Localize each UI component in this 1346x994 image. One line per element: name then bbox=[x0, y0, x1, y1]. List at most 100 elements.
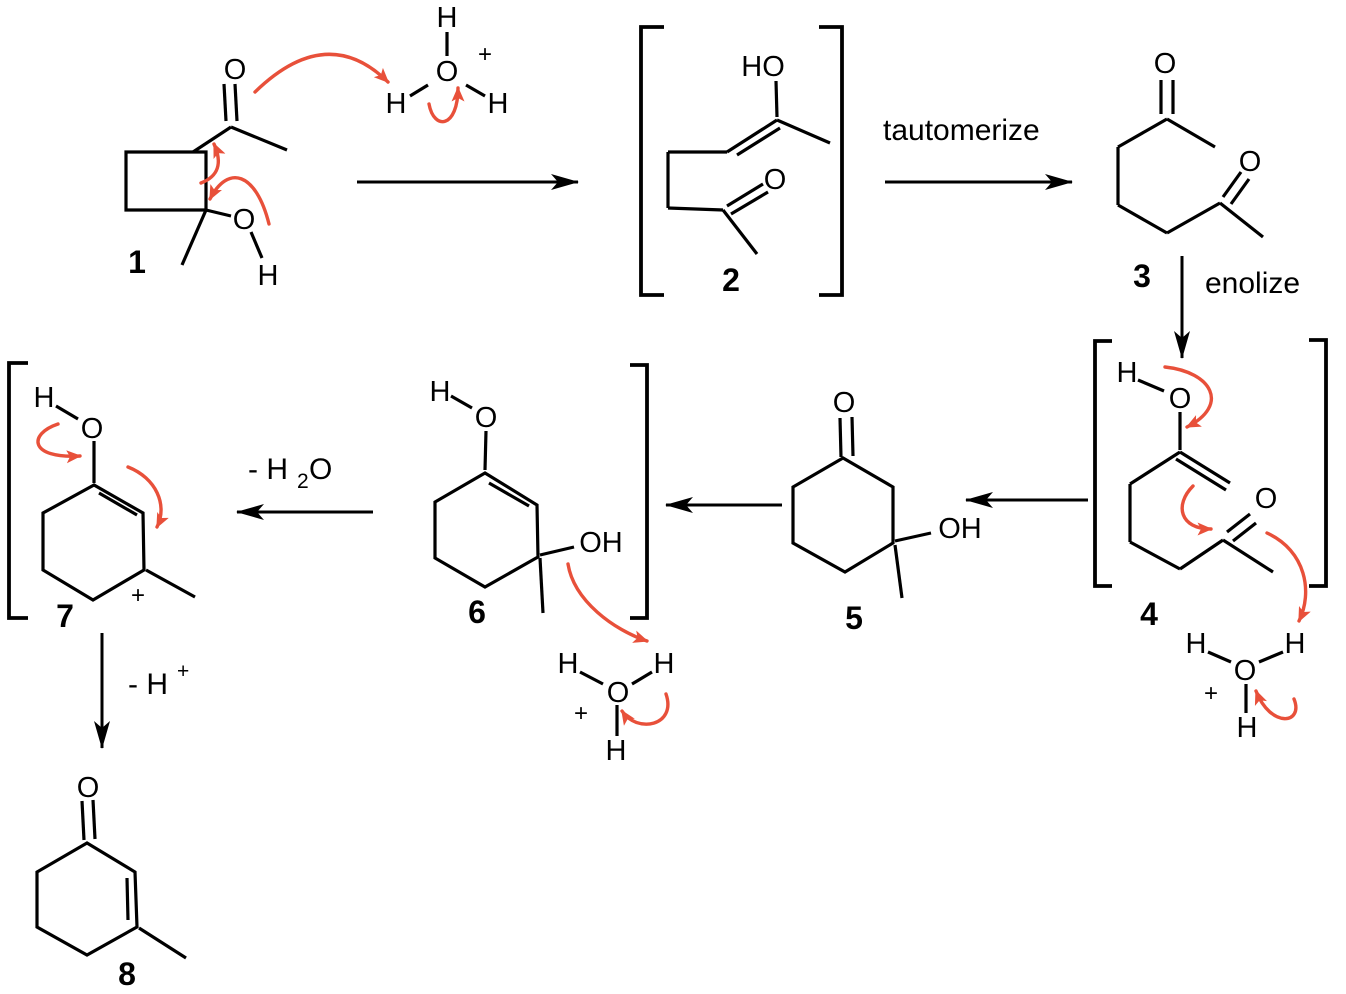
atom-label-hydrogen: H bbox=[258, 260, 279, 292]
structure-1: O O H 1 bbox=[124, 52, 390, 292]
double-bond-line bbox=[125, 877, 130, 921]
bond bbox=[539, 545, 575, 557]
structure-5: O OH 5 bbox=[791, 387, 982, 636]
atom-label-hydrogen: H bbox=[437, 2, 458, 34]
bond bbox=[1129, 450, 1181, 486]
bond bbox=[1129, 540, 1181, 571]
methyl-bond bbox=[180, 209, 208, 266]
bond bbox=[1207, 650, 1232, 664]
structure-3: O O 3 bbox=[1116, 48, 1264, 294]
atom-label-hydrogen: H bbox=[1237, 712, 1258, 744]
structure-6: H O OH 6 bbox=[430, 363, 649, 643]
bond bbox=[1166, 201, 1221, 235]
step-label-minus-water: - H 2 O bbox=[248, 453, 332, 493]
double-bond-line bbox=[80, 800, 86, 841]
atom-label-oxygen: O bbox=[607, 677, 630, 709]
bond bbox=[1117, 117, 1168, 149]
minus-proton-prefix: - H bbox=[128, 668, 168, 701]
atom-label-oxygen: O bbox=[81, 413, 104, 445]
methyl-bond bbox=[538, 557, 545, 614]
atom-label-oxygen: O bbox=[1169, 383, 1192, 415]
curved-arrow-alkene-to-carbonyl bbox=[1180, 484, 1213, 536]
atom-label-hydrogen: H bbox=[654, 648, 675, 680]
atom-label-hydroxyl: OH bbox=[938, 513, 982, 545]
cyclobutane-ring bbox=[124, 150, 208, 212]
curved-arrow-oxygen-to-carbon bbox=[208, 176, 271, 226]
bond bbox=[1117, 203, 1168, 235]
atom-label-oxygen: O bbox=[1239, 146, 1262, 178]
structure-8: O 8 bbox=[35, 772, 187, 992]
curved-arrow-oh-bond-to-oxygen bbox=[620, 692, 670, 726]
curved-arrow-oh-bond-to-oxygen bbox=[427, 86, 465, 124]
bond bbox=[55, 404, 79, 421]
curved-arrow-hydroxyl-leaving bbox=[566, 562, 649, 643]
atom-label-oxygen: O bbox=[224, 54, 247, 86]
double-bond-line bbox=[91, 799, 97, 840]
bond bbox=[1179, 538, 1224, 571]
atom-label-hydrogen: H bbox=[34, 382, 55, 414]
bond bbox=[450, 394, 473, 410]
double-bond-line bbox=[222, 83, 228, 122]
atom-label-hydrogen: H bbox=[488, 88, 509, 120]
bracket-left bbox=[1093, 339, 1112, 588]
bond bbox=[192, 125, 232, 154]
step-label-minus-proton: - H + bbox=[128, 660, 189, 701]
hydronium-ion-top: H H H O + bbox=[386, 2, 509, 124]
methyl-bond bbox=[145, 568, 196, 599]
bond bbox=[409, 83, 429, 98]
bond bbox=[579, 670, 604, 686]
bond bbox=[667, 206, 724, 212]
double-bond-line bbox=[233, 83, 239, 122]
double-bond-line bbox=[850, 416, 855, 457]
bond bbox=[249, 231, 264, 259]
atom-label-hydrogen: H bbox=[558, 648, 579, 680]
plus-charge: + bbox=[1204, 680, 1218, 707]
step-label-enolize: enolize bbox=[1205, 267, 1300, 300]
double-bond-line bbox=[726, 182, 764, 208]
methyl-bond bbox=[1219, 201, 1264, 239]
minus-water-subscript: 2 bbox=[297, 470, 309, 493]
atom-label-oxygen: O bbox=[233, 204, 256, 236]
structure-2: HO O 2 bbox=[639, 25, 844, 298]
structure-4: H O O 4 bbox=[1093, 338, 1328, 632]
structure-7: H O + 7 bbox=[7, 361, 196, 634]
atom-label-oxygen: O bbox=[1255, 483, 1278, 515]
structure-number: 7 bbox=[56, 598, 74, 634]
bracket-left bbox=[7, 361, 28, 620]
bond bbox=[1258, 650, 1284, 664]
plus-charge: + bbox=[478, 41, 492, 68]
atom-label-hydrogen: H bbox=[430, 376, 451, 408]
step-label-tautomerize: tautomerize bbox=[883, 114, 1040, 147]
curved-arrow-carbonyl-to-proton bbox=[253, 52, 390, 94]
bond bbox=[631, 670, 653, 686]
double-bond-line bbox=[1229, 178, 1251, 205]
structure-number: 1 bbox=[128, 244, 146, 280]
bond bbox=[465, 83, 486, 98]
methyl-bond bbox=[776, 118, 831, 145]
double-bond-line bbox=[1226, 512, 1251, 534]
atom-label-hydroxyl: OH bbox=[579, 527, 623, 559]
atom-label-oxygen: O bbox=[764, 164, 787, 196]
atom-label-hydrogen: H bbox=[1186, 628, 1207, 660]
bond bbox=[894, 531, 932, 543]
bond bbox=[205, 208, 232, 218]
cyclohexane-ring bbox=[791, 456, 895, 574]
atom-label-hydrogen: H bbox=[1285, 628, 1306, 660]
minus-proton-superscript: + bbox=[177, 660, 189, 683]
curved-arrow-carbonyl-to-proton bbox=[1265, 531, 1311, 623]
structure-number: 4 bbox=[1140, 596, 1158, 632]
double-bond-line bbox=[488, 481, 530, 508]
hydronium-ion-right: H H O + H bbox=[1186, 628, 1306, 744]
methyl-bond bbox=[1166, 117, 1216, 149]
atom-label-oxygen: O bbox=[475, 402, 498, 434]
cyclohexene-ring bbox=[41, 483, 146, 602]
methyl-bond bbox=[1222, 538, 1274, 574]
structure-number: 8 bbox=[118, 956, 136, 992]
cyclohexene-ring bbox=[433, 471, 540, 589]
atom-label-oxygen: O bbox=[436, 56, 459, 88]
bracket-right bbox=[630, 363, 649, 620]
double-bond-line bbox=[730, 190, 769, 216]
structure-number: 5 bbox=[845, 600, 863, 636]
hydronium-ion-middle: H H O + H bbox=[558, 648, 675, 767]
